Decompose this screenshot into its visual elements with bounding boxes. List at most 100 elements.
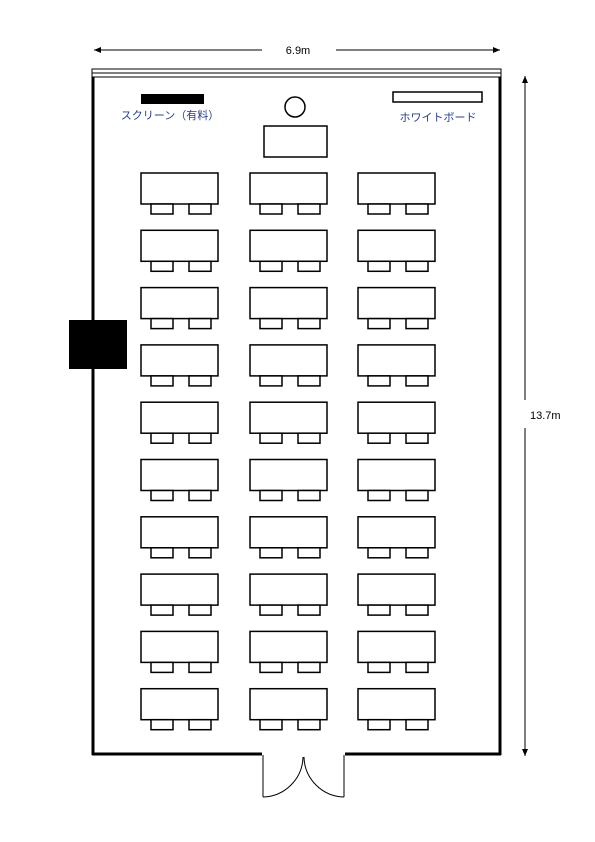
desk	[357, 516, 436, 549]
chair	[297, 547, 321, 559]
desk	[249, 229, 328, 263]
chair	[188, 317, 212, 330]
chair	[150, 260, 174, 273]
table-set	[140, 344, 219, 387]
desk	[357, 172, 436, 205]
chair	[367, 203, 391, 215]
screen-bar	[141, 94, 204, 104]
table-set	[357, 172, 436, 215]
width-label: 6.9m	[286, 45, 310, 57]
chair	[188, 661, 212, 674]
chair	[150, 375, 174, 387]
chair	[297, 375, 321, 387]
chair	[259, 718, 283, 731]
desk	[140, 687, 219, 721]
desk	[140, 344, 219, 377]
table-set	[140, 516, 219, 559]
chair	[405, 718, 429, 731]
desk	[249, 458, 328, 492]
desk	[140, 573, 219, 606]
chair	[405, 317, 429, 330]
chair	[259, 604, 283, 616]
table-set	[357, 458, 436, 502]
chair	[405, 661, 429, 674]
desk	[249, 286, 328, 320]
desk	[140, 286, 219, 320]
desk	[249, 630, 328, 664]
chair	[259, 375, 283, 387]
table-set	[357, 401, 436, 444]
desk	[140, 458, 219, 492]
chair	[188, 718, 212, 731]
chair	[405, 547, 429, 559]
whiteboard: ホワイトボード	[392, 91, 483, 124]
chair	[297, 203, 321, 215]
chair	[150, 661, 174, 674]
chair	[405, 489, 429, 502]
table-set	[249, 573, 328, 616]
table-set	[249, 687, 328, 731]
table-set	[357, 573, 436, 616]
chair	[188, 260, 212, 273]
desk	[357, 286, 436, 320]
table-set	[357, 630, 436, 674]
chair	[367, 661, 391, 674]
desk	[140, 630, 219, 664]
chair	[188, 489, 212, 502]
chair	[188, 375, 212, 387]
table-set	[140, 229, 219, 273]
height-label: 13.7m	[530, 410, 561, 422]
table-set	[140, 458, 219, 502]
chair	[188, 547, 212, 559]
desk	[249, 172, 328, 205]
chair	[367, 547, 391, 559]
table-set	[249, 344, 328, 387]
table-set	[140, 687, 219, 731]
desk	[357, 573, 436, 606]
table-set	[140, 286, 219, 330]
desk	[357, 687, 436, 721]
chair	[150, 203, 174, 215]
table-set	[249, 286, 328, 330]
chair	[259, 203, 283, 215]
chair	[297, 260, 321, 273]
chair	[259, 489, 283, 502]
whiteboard-label: ホワイトボード	[400, 111, 477, 124]
screen-label: スクリーン（有料）	[121, 108, 219, 122]
desk	[249, 516, 328, 549]
table-set	[249, 458, 328, 502]
table-set	[140, 573, 219, 616]
screen: スクリーン（有料）	[121, 94, 219, 122]
chair	[297, 718, 321, 731]
chair	[297, 604, 321, 616]
table-set	[140, 630, 219, 674]
chair	[188, 203, 212, 215]
chair	[405, 260, 429, 273]
chair	[259, 661, 283, 674]
table-set	[249, 401, 328, 444]
chair	[367, 375, 391, 387]
chair	[259, 432, 283, 444]
desk	[249, 344, 328, 377]
chair	[297, 661, 321, 674]
chair	[367, 260, 391, 273]
whiteboard-bar	[392, 91, 483, 103]
table-set	[249, 172, 328, 215]
chair	[150, 317, 174, 330]
chair	[367, 317, 391, 330]
desk	[357, 229, 436, 263]
chair	[150, 489, 174, 502]
table-set	[249, 630, 328, 674]
desk	[357, 401, 436, 434]
chair	[367, 718, 391, 731]
room-walls	[91, 68, 502, 756]
chair	[367, 604, 391, 616]
chair	[405, 375, 429, 387]
desk	[249, 401, 328, 434]
desk	[357, 344, 436, 377]
chair	[367, 489, 391, 502]
desk	[357, 630, 436, 664]
desk	[140, 516, 219, 549]
desk	[249, 573, 328, 606]
